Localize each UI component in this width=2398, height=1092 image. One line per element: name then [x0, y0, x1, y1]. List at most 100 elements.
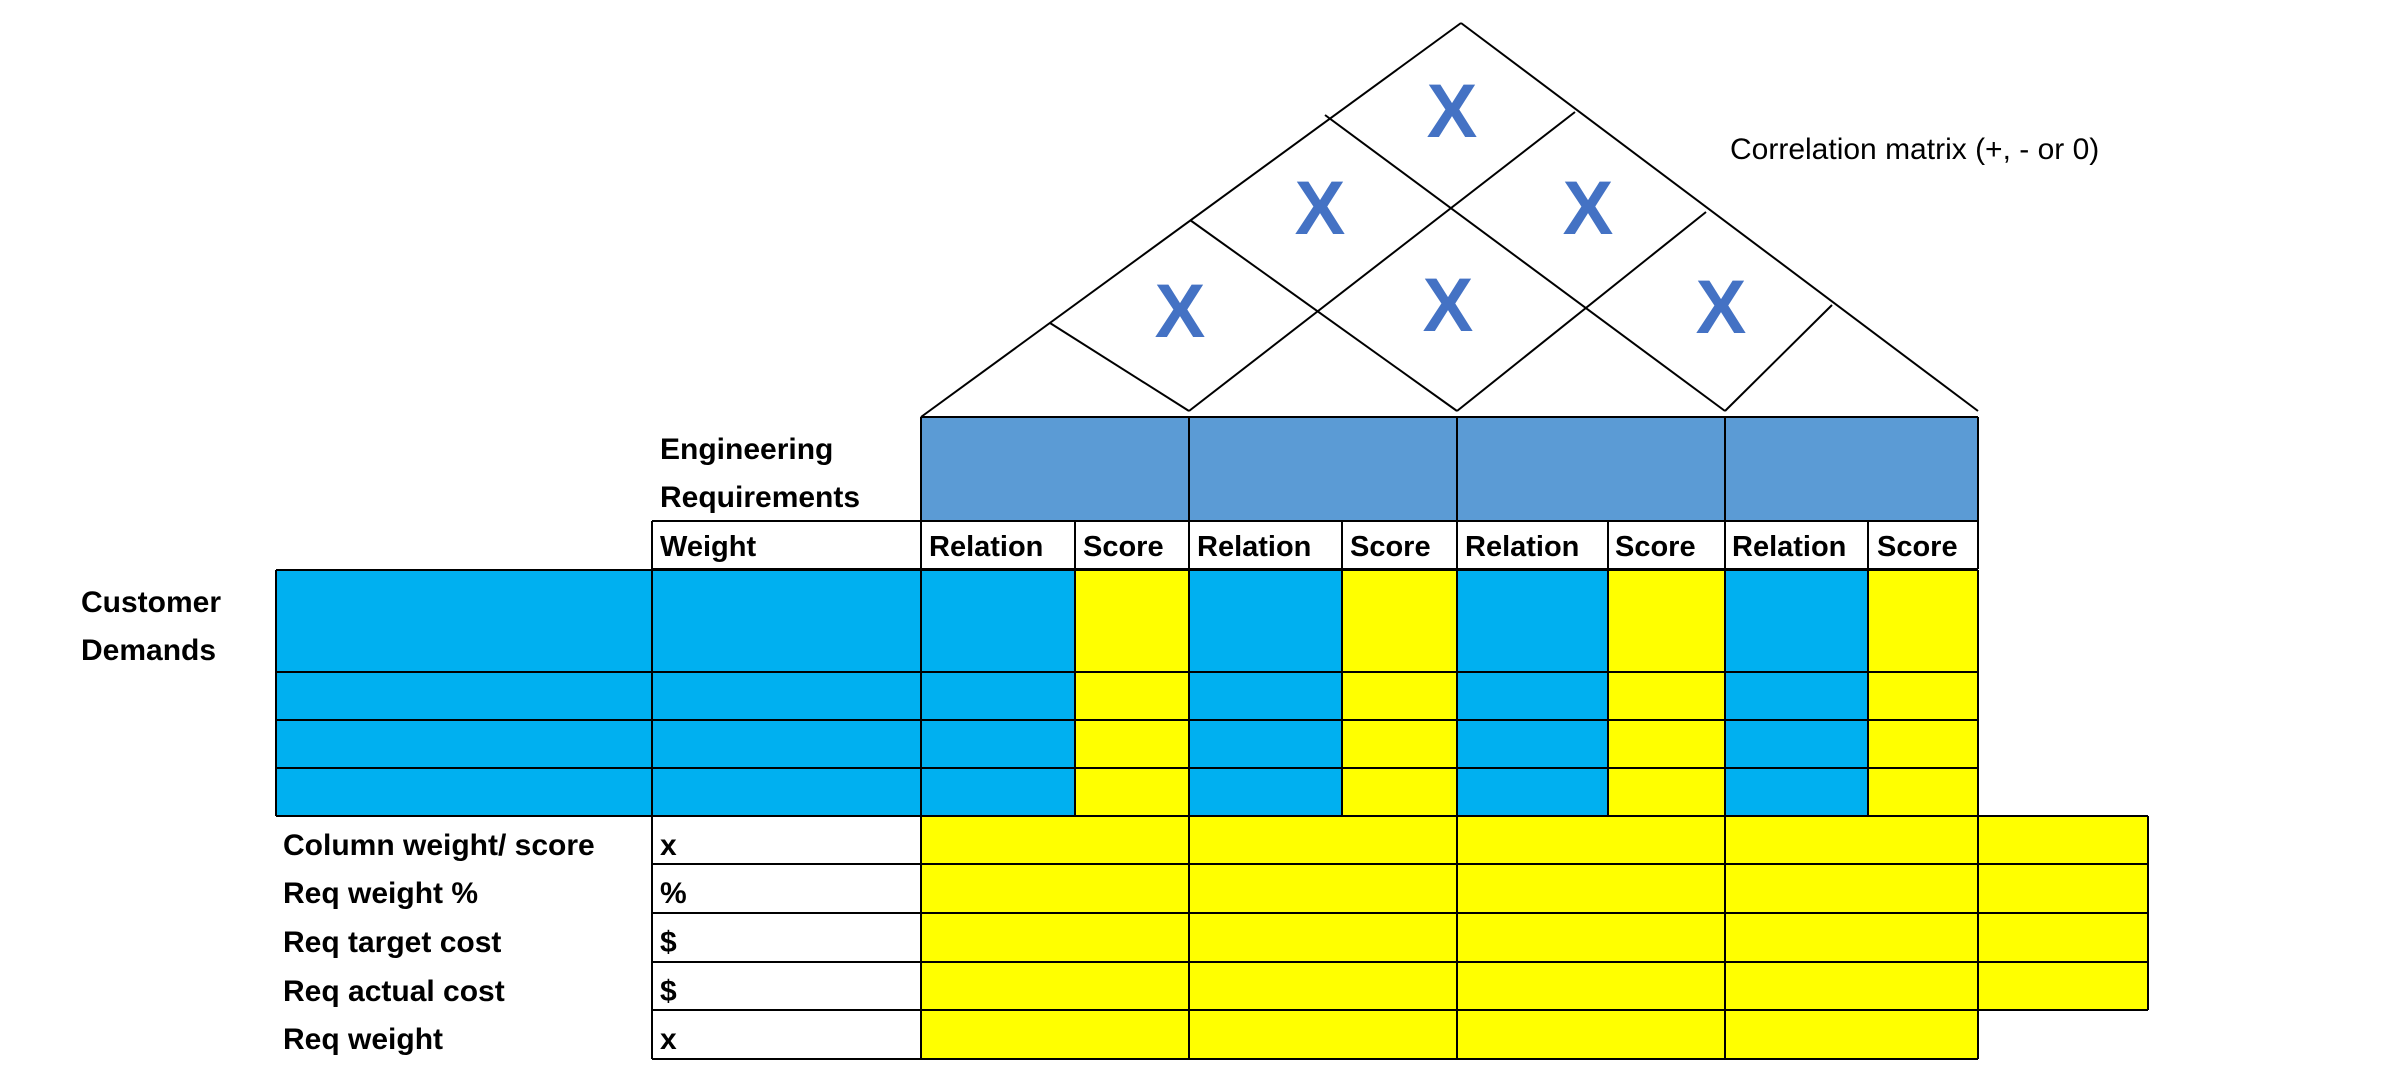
relation-cell-4-4	[1725, 768, 1868, 816]
summary-cell-1-3	[1457, 816, 1725, 864]
summary-cell-5-2	[1189, 1010, 1457, 1059]
roof-diag-b	[1189, 219, 1458, 412]
relation-cell-2-4	[1725, 672, 1868, 720]
engineering-requirements-label-line1: Engineering	[660, 433, 834, 466]
roof-diag-e	[1456, 211, 1707, 412]
summary-extra-cell-2	[1978, 864, 2148, 913]
weight-header: Weight	[660, 531, 757, 563]
score-cell-4-2	[1342, 768, 1457, 816]
relation-cell-3-2	[1189, 720, 1342, 768]
relation-cell-4-1	[921, 768, 1075, 816]
correlation-matrix-note: Correlation matrix (+, - or 0)	[1730, 133, 2100, 166]
summary-cell-1-1	[921, 816, 1189, 864]
score-cell-2-2	[1342, 672, 1457, 720]
correlation-roof	[920, 22, 1979, 418]
score-cell-4-1	[1075, 768, 1189, 816]
requirement-header-cell-3	[1457, 417, 1725, 521]
relation-cell-4-3	[1457, 768, 1608, 816]
relation-cell-4-2	[1189, 768, 1342, 816]
demand-cell-2	[276, 672, 652, 720]
roof-right-edge	[1460, 22, 1979, 412]
score-header-1: Score	[1083, 531, 1164, 563]
summary-cell-2-2	[1189, 864, 1457, 913]
summary-cell-2-4	[1725, 864, 1978, 913]
score-cell-2-1	[1075, 672, 1189, 720]
summary-cell-2-1	[921, 864, 1189, 913]
score-cell-3-4	[1868, 720, 1978, 768]
relation-cell-3-1	[921, 720, 1075, 768]
matrix-fills	[276, 417, 2148, 1059]
summary-label-req-weight-pct: Req weight %	[283, 877, 479, 910]
customer-demands-label-line2: Demands	[81, 634, 217, 667]
demand-cell-4	[276, 768, 652, 816]
summary-cell-3-1	[921, 913, 1189, 962]
requirement-header-cell-4	[1725, 417, 1978, 521]
summary-unit-column-weight: x	[660, 829, 677, 862]
relation-cell-1-3	[1457, 570, 1608, 672]
demand-cell-1	[276, 570, 652, 672]
demand-weight-cell-1	[652, 570, 921, 672]
score-cell-3-3	[1608, 720, 1725, 768]
summary-cell-1-4	[1725, 816, 1978, 864]
relation-cell-2-2	[1189, 672, 1342, 720]
summary-cell-3-3	[1457, 913, 1725, 962]
summary-label-column-weight: Column weight/ score	[283, 829, 595, 862]
summary-cell-5-1	[921, 1010, 1189, 1059]
score-cell-2-3	[1608, 672, 1725, 720]
summary-label-req-target-cost: Req target cost	[283, 926, 502, 959]
roof-diag-f	[1724, 304, 1833, 412]
score-header-3: Score	[1615, 531, 1696, 563]
summary-extra-cell-4	[1978, 962, 2148, 1010]
summary-unit-req-actual-cost: $	[660, 975, 677, 1008]
correlation-mark-3-3: X	[1695, 265, 1747, 350]
summary-cell-4-1	[921, 962, 1189, 1010]
relation-cell-1-2	[1189, 570, 1342, 672]
summary-label-req-weight: Req weight	[283, 1023, 444, 1056]
summary-cell-5-3	[1457, 1010, 1725, 1059]
summary-cell-4-3	[1457, 962, 1725, 1010]
summary-cell-5-4	[1725, 1010, 1978, 1059]
relation-header-2: Relation	[1197, 531, 1312, 563]
relation-cell-1-4	[1725, 570, 1868, 672]
score-cell-4-4	[1868, 768, 1978, 816]
relation-header-3: Relation	[1465, 531, 1580, 563]
roof-diag-a	[1324, 114, 1726, 412]
relation-cell-1-1	[921, 570, 1075, 672]
matrix-gridlines	[275, 416, 2149, 1060]
score-cell-4-3	[1608, 768, 1725, 816]
demand-weight-cell-4	[652, 768, 921, 816]
summary-cell-3-2	[1189, 913, 1457, 962]
demand-cell-3	[276, 720, 652, 768]
relation-cell-2-1	[921, 672, 1075, 720]
summary-cell-4-4	[1725, 962, 1978, 1010]
correlation-mark-2-3: X	[1562, 166, 1614, 251]
summary-cell-2-3	[1457, 864, 1725, 913]
score-header-4: Score	[1877, 531, 1958, 563]
score-cell-3-1	[1075, 720, 1189, 768]
summary-cell-1-2	[1189, 816, 1457, 864]
requirement-header-cell-1	[921, 417, 1189, 521]
engineering-requirements-label-line2: Requirements	[660, 481, 861, 514]
summary-unit-req-weight: x	[660, 1023, 677, 1056]
relation-header-1: Relation	[929, 531, 1044, 563]
score-header-2: Score	[1350, 531, 1431, 563]
roof-diag-d	[1188, 111, 1576, 412]
relation-header-4: Relation	[1732, 531, 1847, 563]
roof-diag-c	[1049, 322, 1190, 412]
requirement-header-cell-2	[1189, 417, 1457, 521]
correlation-mark-2-2: X	[1294, 166, 1346, 251]
score-cell-3-2	[1342, 720, 1457, 768]
score-cell-1-4	[1868, 570, 1978, 672]
correlation-mark-1-2: X	[1426, 69, 1478, 154]
score-cell-2-4	[1868, 672, 1978, 720]
demand-weight-cell-3	[652, 720, 921, 768]
summary-cell-3-4	[1725, 913, 1978, 962]
score-cell-1-1	[1075, 570, 1189, 672]
relation-cell-2-3	[1457, 672, 1608, 720]
relation-cell-3-3	[1457, 720, 1608, 768]
score-cell-1-2	[1342, 570, 1457, 672]
summary-extra-cell-3	[1978, 913, 2148, 962]
summary-unit-req-target-cost: $	[660, 926, 677, 959]
score-cell-1-3	[1608, 570, 1725, 672]
